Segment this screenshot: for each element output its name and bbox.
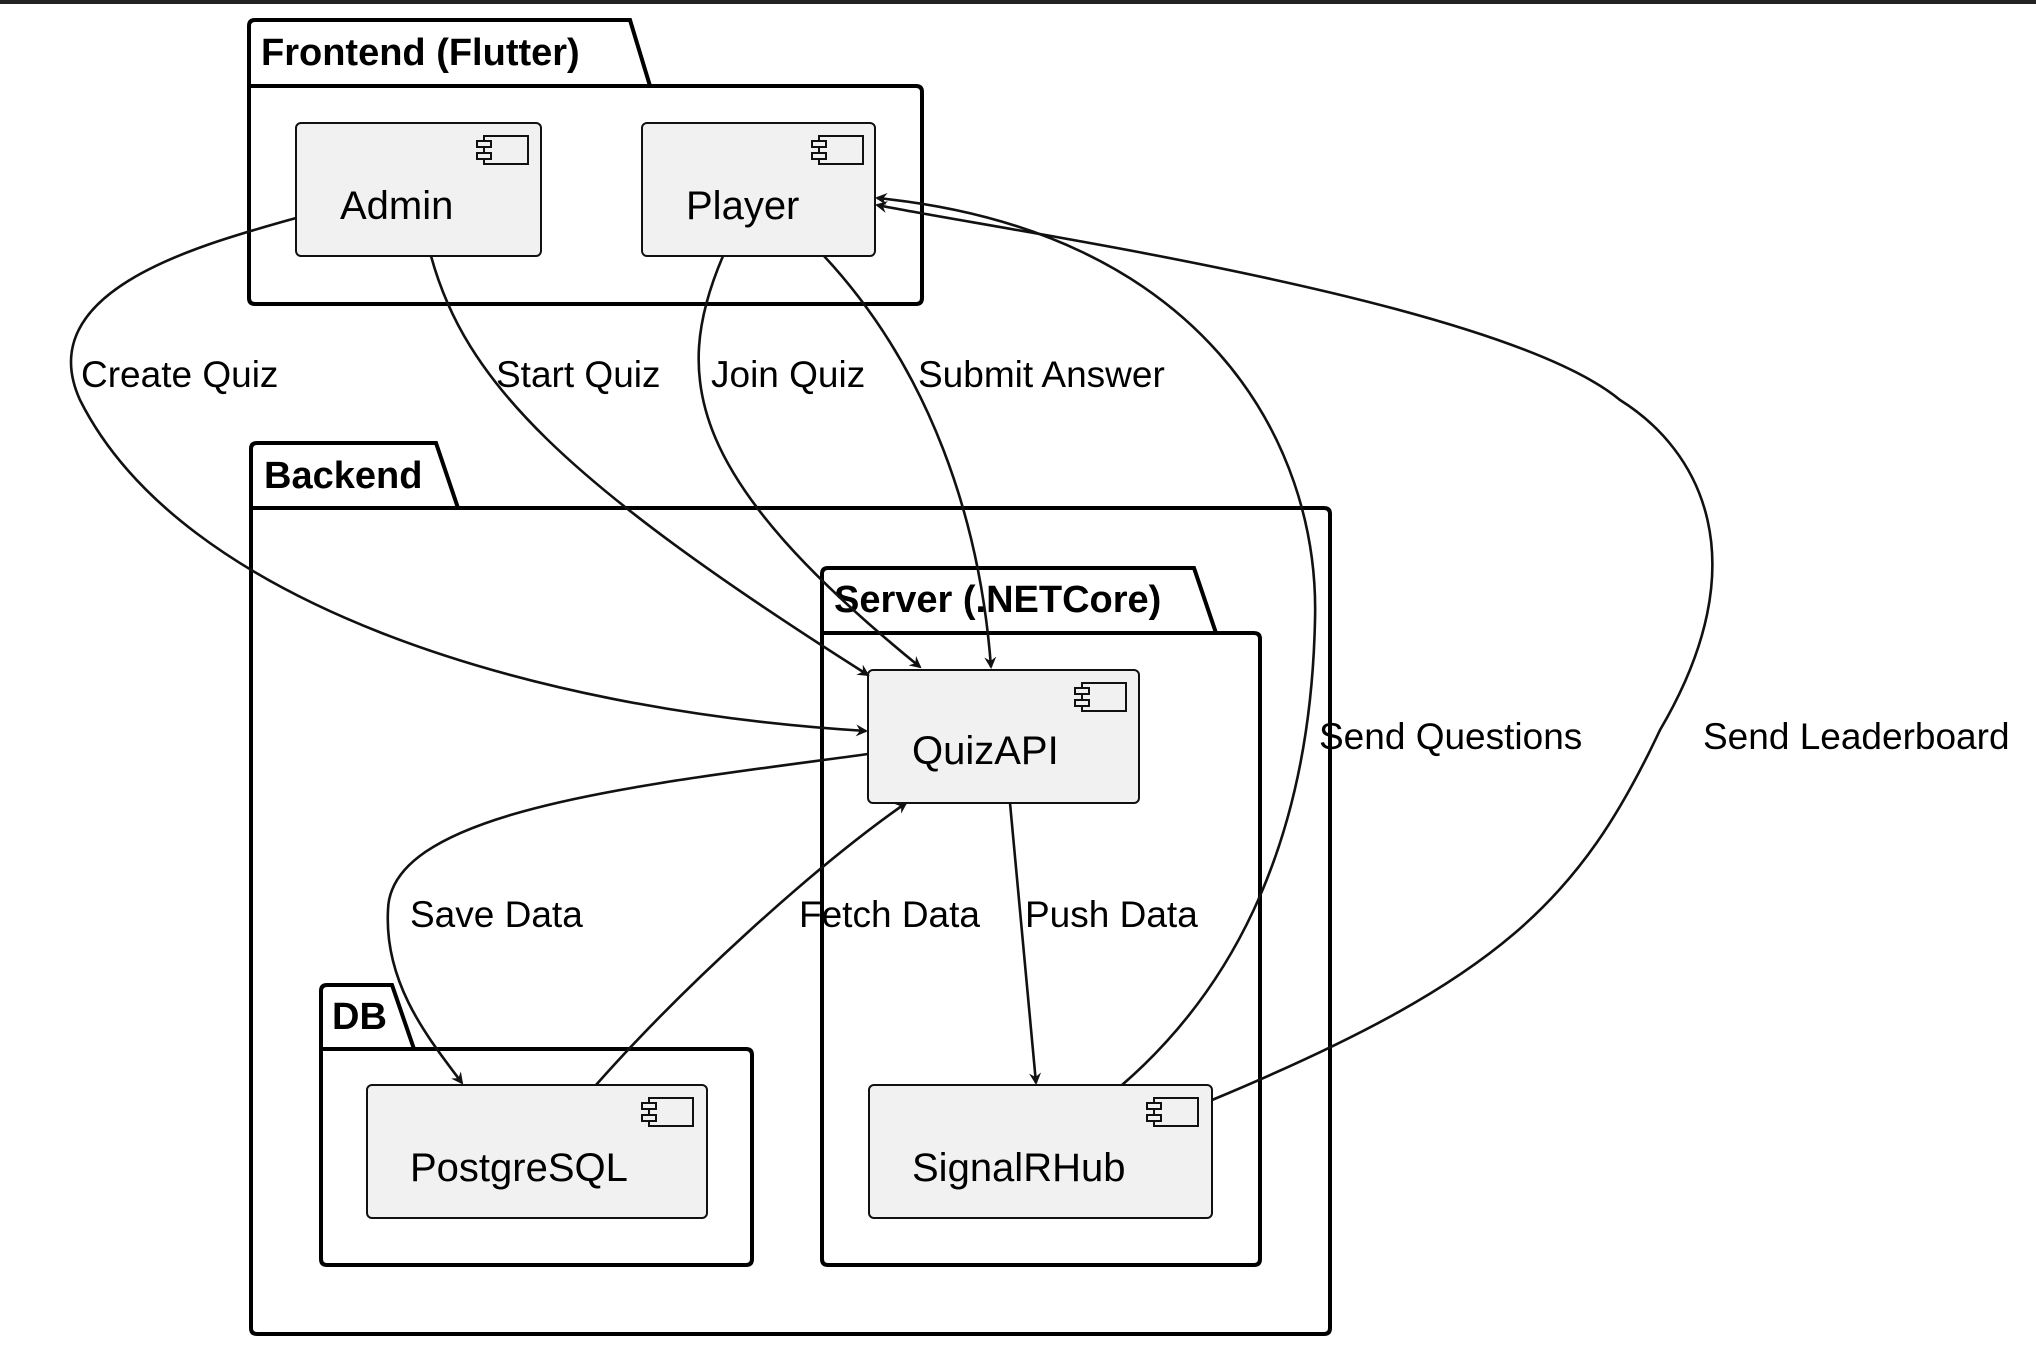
edge-save-data [386,752,869,1085]
component-signalrhub[interactable]: SignalRHub [868,1084,1213,1219]
package-db: DB [319,983,754,1267]
component-admin-label: Admin [340,184,453,228]
component-signalrhub-label: SignalRHub [912,1146,1125,1190]
edge-label-send-leaderboard: Send Leaderboard [1703,716,2010,757]
edge-label-create-quiz: Create Quiz [81,354,278,395]
edge-label-join-quiz: Join Quiz [711,354,865,395]
edge-label-send-questions: Send Questions [1319,716,1582,757]
edge-push-data [1008,802,1042,1085]
component-icon [476,135,529,165]
component-admin[interactable]: Admin [295,122,542,257]
package-frontend-title: Frontend (Flutter) [261,32,580,74]
component-icon [641,1097,694,1127]
edge-send-questions [875,193,1317,1086]
package-db-frame [319,983,754,1267]
component-quizapi[interactable]: QuizAPI [867,669,1140,804]
package-backend-frame [249,441,1332,1336]
edge-label-submit-answer: Submit Answer [918,354,1165,395]
edge-submit-answer [823,255,997,669]
component-postgresql-label: PostgreSQL [410,1146,628,1190]
package-server-title: Server (.NETCore) [834,579,1161,621]
edge-join-quiz [697,255,922,669]
edge-label-start-quiz: Start Quiz [496,354,661,395]
package-db-title: DB [332,996,387,1038]
component-postgresql[interactable]: PostgreSQL [366,1084,708,1219]
edge-send-leaderboard [875,201,1714,1102]
package-frontend: Frontend (Flutter) [247,18,924,306]
component-player[interactable]: Player [641,122,876,257]
package-frontend-frame [247,18,924,306]
edge-label-save-data: Save Data [410,894,583,935]
component-icon [1146,1097,1199,1127]
package-backend: Backend [249,441,1332,1336]
package-server: Server (.NETCore) [820,566,1262,1267]
package-server-frame [820,566,1262,1267]
component-quizapi-label: QuizAPI [912,729,1059,773]
component-player-label: Player [686,184,799,228]
edge-label-push-data: Push Data [1025,894,1198,935]
edge-create-quiz [70,216,868,737]
component-icon [811,135,864,165]
edge-label-fetch-data: Fetch Data [799,894,980,935]
package-backend-title: Backend [264,455,422,497]
component-icon [1074,682,1127,712]
edge-start-quiz [429,255,870,677]
edge-fetch-data [595,801,908,1086]
